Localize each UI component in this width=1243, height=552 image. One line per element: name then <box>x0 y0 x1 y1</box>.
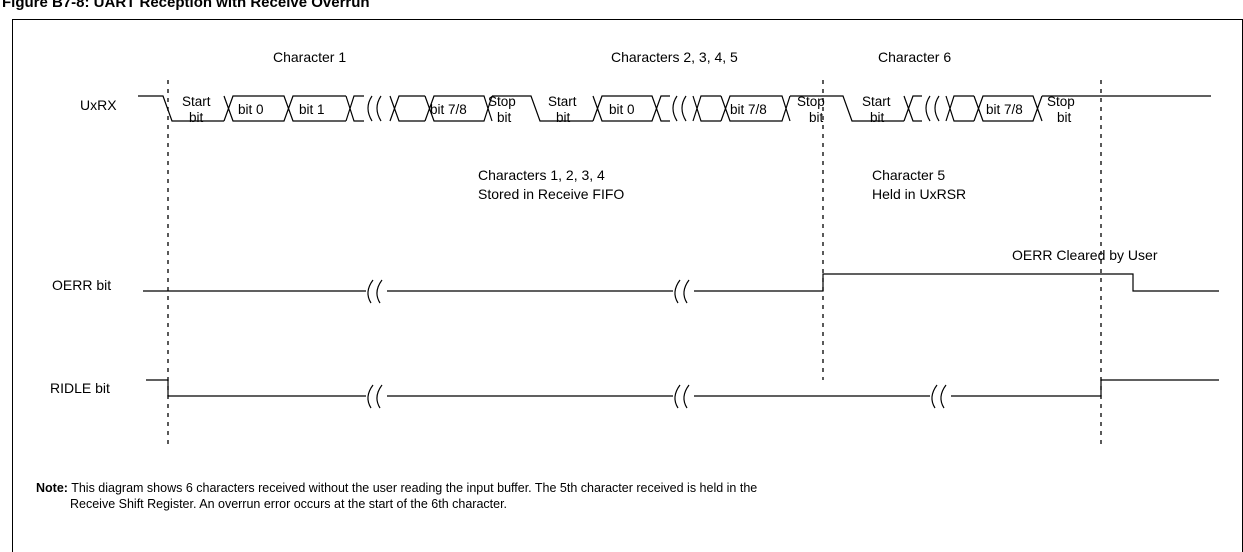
char5-stop-bit-label: bit <box>809 110 824 125</box>
annotation-oerr-cleared: OERR Cleared by User <box>1012 247 1158 263</box>
annotation-stored-line1: Characters 1, 2, 3, 4 <box>478 167 605 183</box>
time-markers <box>167 80 1102 445</box>
char5-bit78-label: bit 7/8 <box>730 102 767 117</box>
char6-start-label: Start <box>862 94 891 109</box>
char1-start-bit-label: bit <box>189 110 204 125</box>
signal-name-ridle: RIDLE bit <box>50 380 110 396</box>
annotation-stored-line2: Stored in Receive FIFO <box>478 186 624 202</box>
char1-bit0-label: bit 0 <box>238 102 264 117</box>
note-line1: This diagram shows 6 characters received… <box>71 481 758 495</box>
uxrx-labels: Start bit bit 0 bit 1 bit 7/8 Stop bit S… <box>182 94 1075 125</box>
char2-bit0-label: bit 0 <box>609 102 635 117</box>
char6-stop-label: Stop <box>1047 94 1075 109</box>
label-characters-2-5: Characters 2, 3, 4, 5 <box>611 49 738 65</box>
note-prefix: Note: <box>36 481 68 495</box>
char1-stop-label: Stop <box>488 94 516 109</box>
figure-title: Figure B7-8: UART Reception with Receive… <box>2 0 370 11</box>
ridle-waveform <box>146 379 1219 409</box>
label-character-6: Character 6 <box>878 49 951 65</box>
char2-start-label: Start <box>548 94 577 109</box>
char1-bit78-label: bit 7/8 <box>430 102 467 117</box>
signal-name-uxrx: UxRX <box>80 97 117 113</box>
annotation-held-line2: Held in UxRSR <box>872 186 966 202</box>
uxrx-waveform <box>138 95 1211 122</box>
char1-start-label: Start <box>182 94 211 109</box>
char2-start-bit-label: bit <box>556 110 571 125</box>
label-character-1: Character 1 <box>273 49 346 65</box>
char1-bit1-label: bit 1 <box>299 102 325 117</box>
annotation-held-line1: Character 5 <box>872 167 945 183</box>
oerr-waveform <box>143 273 1219 304</box>
note-line2: Receive Shift Register. An overrun error… <box>70 497 508 511</box>
char6-bit78-label: bit 7/8 <box>986 102 1023 117</box>
char5-stop-label: Stop <box>797 94 825 109</box>
char6-stop-bit-label: bit <box>1057 110 1072 125</box>
char1-stop-bit-label: bit <box>497 110 512 125</box>
signal-name-oerr: OERR bit <box>52 277 111 293</box>
note: Note: This diagram shows 6 characters re… <box>36 480 1186 512</box>
char6-start-bit-label: bit <box>870 110 885 125</box>
